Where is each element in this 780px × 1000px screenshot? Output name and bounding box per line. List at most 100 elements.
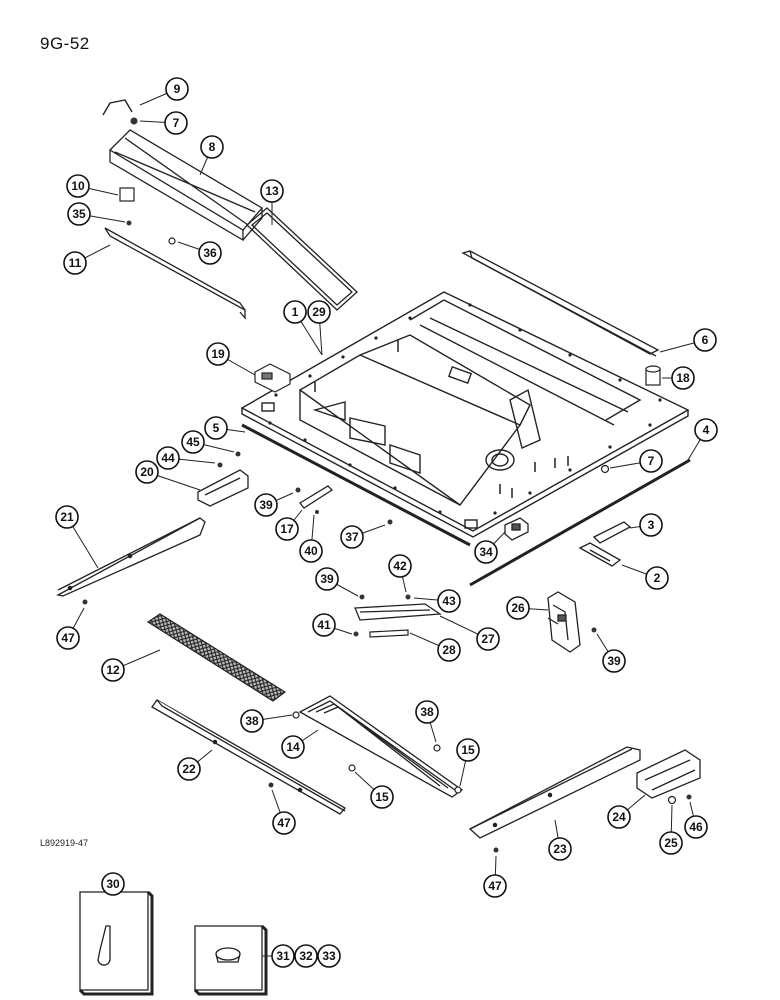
callout-label: 39 (320, 572, 334, 586)
part-35-screw (126, 220, 132, 226)
part-47-screw-2 (268, 782, 274, 788)
part-27-channel (354, 603, 442, 621)
part-3-handle (592, 521, 632, 544)
callout-label: 47 (61, 631, 75, 645)
panel-holes (268, 303, 662, 515)
part-40-nut (315, 510, 319, 514)
callout-label: 12 (106, 663, 120, 677)
part-42-screw (405, 594, 411, 600)
callout-label: 36 (203, 246, 217, 260)
part-38-clip-2 (433, 744, 441, 752)
callout-label: 7 (648, 454, 655, 468)
part-34-latch (504, 517, 529, 541)
callout-47b: 47 (272, 811, 296, 835)
part-28-strip (369, 629, 409, 638)
callout-15: 15 (456, 738, 480, 762)
part-45-washer (235, 451, 241, 457)
callout-9: 9 (165, 77, 189, 101)
callout-label: 11 (69, 256, 82, 270)
part-47-screw (82, 599, 88, 605)
callout-20: 20 (135, 460, 159, 484)
drawing-id: L892919-47 (40, 838, 89, 848)
callout-7: 7 (164, 111, 188, 135)
part-22-rail (151, 699, 346, 815)
callout-label: 15 (461, 743, 475, 757)
callout-label: 30 (106, 877, 120, 891)
callout-label: 47 (488, 879, 502, 893)
part-39-screw-2 (359, 594, 365, 600)
part-41-screw (353, 631, 359, 637)
part-23-rail (468, 746, 641, 839)
callout-11: 11 (63, 251, 87, 275)
part-4-seal-strip (469, 458, 691, 587)
callout-38: 38 (240, 709, 264, 733)
callout-36: 36 (198, 241, 222, 265)
callout-label: 32 (299, 949, 313, 963)
callout-label: 1 (292, 305, 299, 319)
part-30-inset (78, 890, 154, 996)
part-1-roof-panel (240, 291, 690, 538)
part-37-screw (387, 519, 393, 525)
callout-47: 47 (56, 626, 80, 650)
callout-label: 41 (317, 618, 331, 632)
part-24-bracket (636, 749, 701, 799)
callout-label: 40 (304, 544, 318, 558)
callout-39: 39 (254, 493, 278, 517)
callout-30: 30 (101, 872, 125, 896)
callout-label: 21 (60, 510, 74, 524)
callout-23: 23 (548, 837, 572, 861)
callout-26: 26 (506, 596, 530, 620)
callout-label: 34 (479, 545, 493, 559)
callout-label: 37 (345, 530, 359, 544)
part-39-screw (295, 487, 301, 493)
part-11-rail (104, 227, 246, 320)
part-7-nut (130, 117, 138, 125)
callout-28: 28 (437, 638, 461, 662)
callout-label: 38 (420, 705, 434, 719)
callout-31: 31 (271, 944, 295, 968)
callout-46: 46 (684, 815, 708, 839)
callout-24: 24 (607, 805, 631, 829)
callout-45: 45 (181, 430, 205, 454)
part-39-screw-3 (591, 627, 597, 633)
part-15-nut-2 (348, 764, 356, 772)
callout-label: 19 (211, 347, 225, 361)
callout-label: 23 (553, 842, 567, 856)
callout-5: 5 (204, 416, 228, 440)
callout-label: 18 (676, 371, 690, 385)
callout-label: 10 (71, 179, 85, 193)
part-12-filter (146, 613, 287, 702)
callout-40: 40 (299, 539, 323, 563)
callout-34: 34 (474, 540, 498, 564)
callout-43: 43 (437, 589, 461, 613)
callout-label: 35 (72, 207, 86, 221)
part-36-nut (168, 237, 176, 245)
callout-29: 29 (307, 300, 331, 324)
leader-lines (66, 88, 707, 957)
part-6-rail (461, 250, 660, 357)
part-19-latch (254, 363, 291, 393)
callout-label: 8 (209, 140, 216, 154)
callout-41: 41 (312, 613, 336, 637)
callout-label: 38 (245, 714, 259, 728)
callout-label: 22 (182, 762, 196, 776)
callout-13: 13 (260, 179, 284, 203)
callout-label: 9 (174, 82, 181, 96)
part-14-frame (298, 695, 464, 798)
callout-15b: 15 (370, 785, 394, 809)
callout-37: 37 (340, 525, 364, 549)
callout-label: 4 (703, 423, 710, 437)
panel-studs (314, 340, 569, 498)
part-26-latch (547, 591, 581, 653)
callout-3: 3 (639, 513, 663, 537)
part-47-screw-3 (493, 847, 499, 853)
callout-label: 25 (664, 836, 678, 850)
callout-label: 29 (312, 305, 326, 319)
callout-39c: 39 (602, 649, 626, 673)
callout-22: 22 (177, 757, 201, 781)
part-38-clip (292, 711, 300, 719)
callout-label: 26 (511, 601, 525, 615)
callout-12: 12 (101, 658, 125, 682)
callout-38b: 38 (415, 700, 439, 724)
callout-label: 6 (702, 333, 709, 347)
